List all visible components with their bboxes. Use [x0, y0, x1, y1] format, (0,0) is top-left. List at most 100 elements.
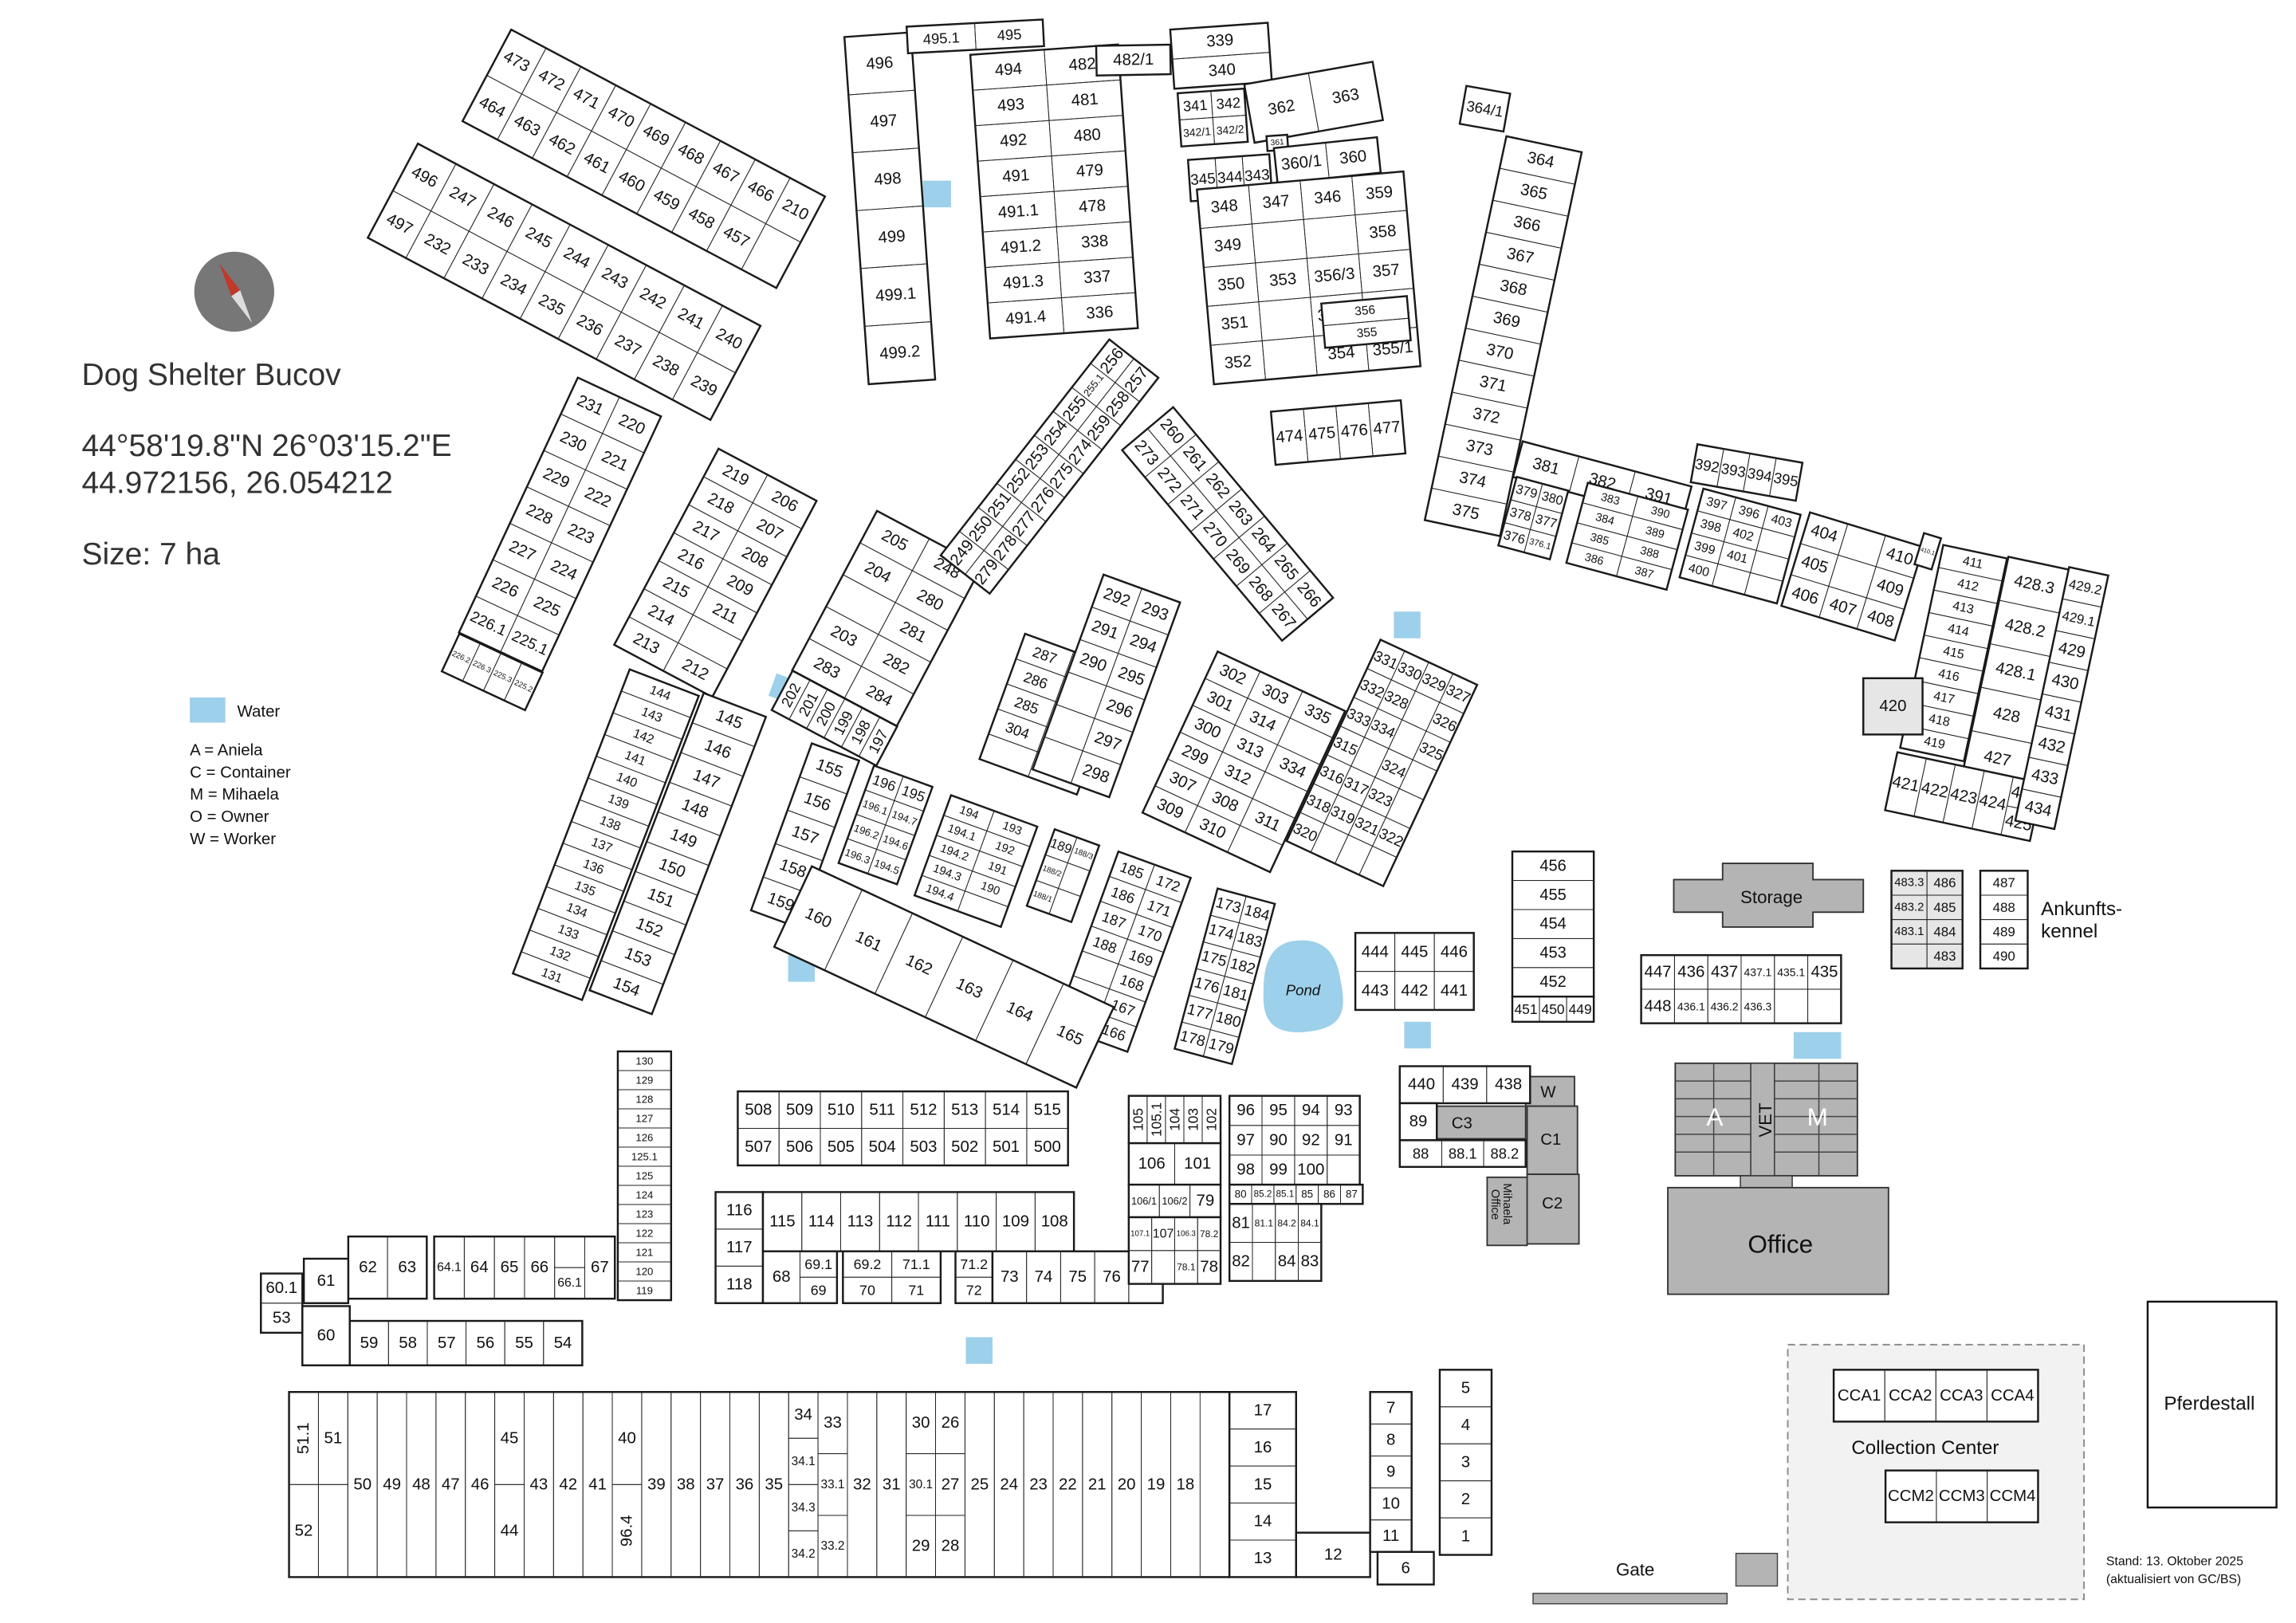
kennel-label: 436 [1677, 964, 1704, 981]
kennel-cell [1523, 529, 1557, 560]
kennel-label: 503 [910, 1138, 937, 1156]
kennel-label: 20 [1118, 1476, 1136, 1493]
kennel-label: 22 [1059, 1476, 1077, 1493]
kennel-label: 106 [1138, 1155, 1166, 1173]
kennel-label: 114 [808, 1213, 835, 1231]
kennel-label: 25 [970, 1476, 989, 1493]
kennel-label: 497 [870, 112, 898, 131]
kennel-label: 112 [886, 1213, 912, 1231]
legend-entry: C = Container [190, 764, 291, 781]
kennel-label: 435 [1810, 964, 1838, 981]
kennel-label: 93 [1335, 1102, 1353, 1119]
kennel-label: 193 [1001, 819, 1023, 838]
kennel-block-outline [1862, 677, 1924, 736]
kennel-label: 394 [1746, 465, 1773, 485]
kennel-label: 70 [859, 1282, 875, 1298]
kennel-label: 81.1 [1255, 1217, 1274, 1228]
kennel-cell [1115, 358, 1159, 403]
kennel-label: 63 [398, 1259, 416, 1276]
kennel-label: 192 [993, 839, 1016, 858]
kennel-label: 476 [1340, 421, 1369, 441]
mihaela-office-label: Mihaela [1500, 1183, 1513, 1225]
kennel-cell [1298, 1242, 1322, 1282]
kennel-label: 337 [1083, 268, 1112, 287]
kennel-label: 347 [1262, 192, 1291, 212]
kennel-label: 107.1 [1130, 1229, 1150, 1238]
kennel-label: 40 [618, 1429, 636, 1447]
kennel-label: 393 [1720, 460, 1747, 481]
kennel-label: 504 [869, 1138, 896, 1156]
kennel-cell [543, 1320, 583, 1366]
kennel-label: 2 [1461, 1491, 1470, 1508]
kennel-label: 514 [993, 1101, 1020, 1118]
kennel-cell [1616, 556, 1673, 591]
kennel-label: 447 [1644, 964, 1671, 981]
kennel-label: 389 [1644, 525, 1665, 542]
kennel-label: 97 [1236, 1131, 1255, 1149]
kennel-label: 502 [951, 1138, 978, 1156]
vet-label: VET [1755, 1102, 1775, 1138]
kennel-cell [584, 1236, 615, 1299]
kennel-label: 491.1 [997, 202, 1040, 222]
kennel-label: 505 [828, 1138, 855, 1156]
kennel-label: 43 [530, 1476, 548, 1493]
kennel-label: 416 [1937, 666, 1961, 684]
kennel-label: 439 [1452, 1076, 1479, 1094]
kennel-label: 29 [912, 1538, 930, 1555]
kennel-label: 490 [1993, 949, 2015, 964]
kennel-label: 8 [1386, 1431, 1395, 1448]
kennel-cell [1095, 44, 1171, 77]
map-title: Dog Shelter Bucov [81, 358, 341, 392]
kennel-label: CCA4 [1991, 1387, 2034, 1405]
kennel-label: 387 [1634, 564, 1655, 582]
kennel-label: 507 [745, 1138, 772, 1156]
kennel-cell [741, 222, 801, 289]
kennel-label: CCA2 [1889, 1387, 1932, 1405]
office-building [1667, 1186, 1889, 1295]
kennel-label: 506 [786, 1138, 813, 1156]
kennel-cell [1227, 824, 1284, 873]
kennel-label: 436.2 [1711, 1000, 1739, 1012]
kennel-label: 438 [1495, 1076, 1522, 1094]
kennel-label: 72 [966, 1282, 982, 1298]
kennel-label: 491 [1002, 167, 1031, 186]
kennel-label: 340 [1208, 61, 1236, 80]
kennel-label: 483.3 [1894, 877, 1924, 890]
kennel-label: 501 [993, 1138, 1020, 1156]
legend-entry: M = Mihaela [190, 786, 279, 804]
ankunfts-label: kennel [2041, 921, 2097, 942]
kennel-label: 38 [677, 1476, 695, 1493]
kennel-label: 21 [1088, 1476, 1107, 1493]
kennel-cell [1258, 591, 1308, 642]
ankunfts-label: Ankunfts- [2041, 898, 2122, 920]
kennel-block: 12 [1295, 1531, 1371, 1578]
kennel-label: 30 [912, 1414, 930, 1432]
kennel-label: CCM3 [1939, 1487, 1985, 1505]
water-point [965, 1337, 993, 1364]
kennel-label: 71 [908, 1282, 924, 1298]
kennel-label: 96 [1236, 1102, 1255, 1119]
kennel-cell [1899, 725, 1970, 762]
kennel-cell [1744, 572, 1783, 604]
kennel-label: 485 [1933, 900, 1956, 915]
kennel-label: 39 [647, 1476, 666, 1493]
kennel-label: 415 [1942, 644, 1966, 662]
kennel-label: 4 [1461, 1417, 1470, 1434]
kennel-label: 400 [1687, 561, 1711, 580]
kennel-label: 454 [1539, 915, 1566, 933]
kennel-cell [1769, 458, 1803, 501]
kennel-label: 95 [1269, 1102, 1288, 1119]
